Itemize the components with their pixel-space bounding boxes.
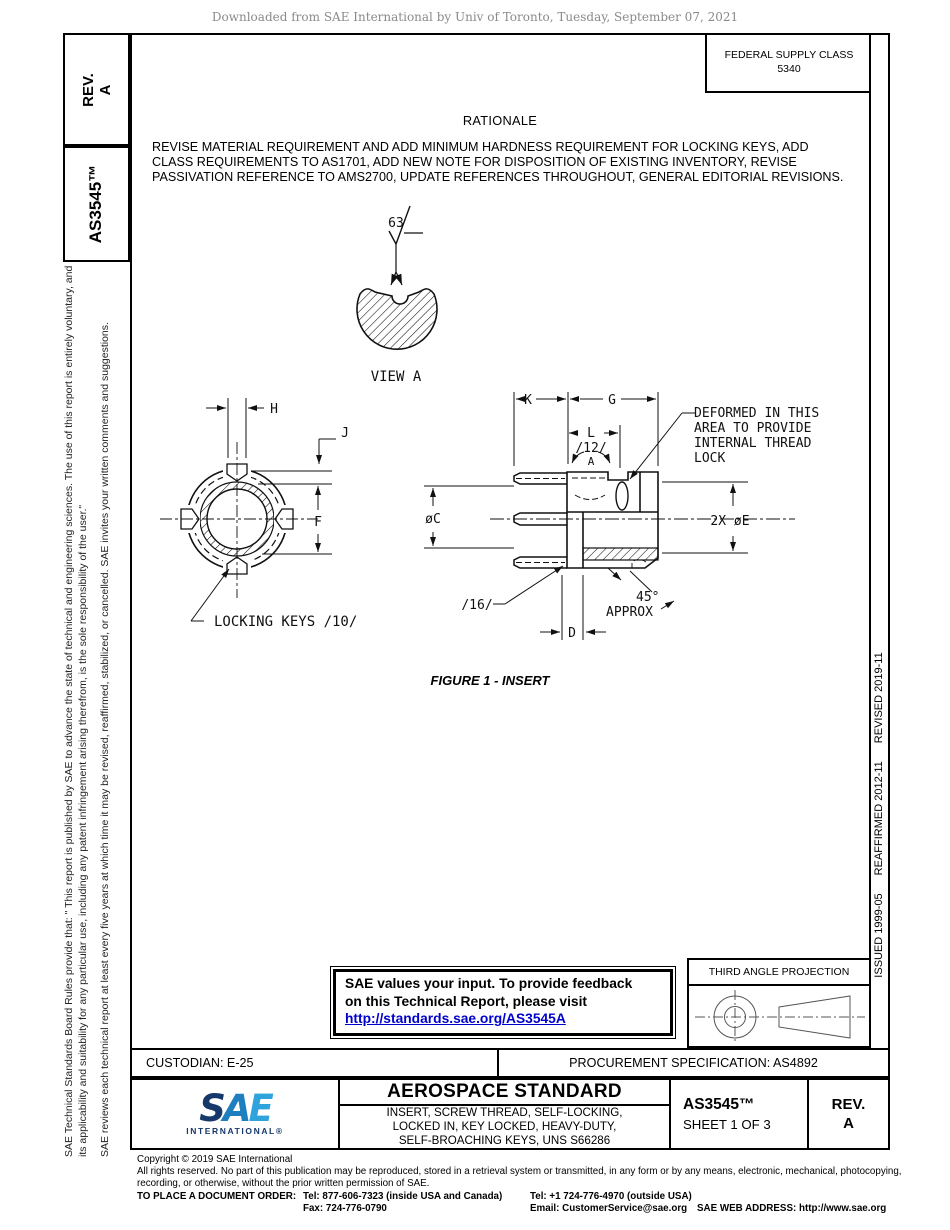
projection-title: THIRD ANGLE PROJECTION xyxy=(689,960,869,986)
revision-status: ISSUED 1999-05 REAFFIRMED 2012-11 REVISE… xyxy=(868,615,889,1015)
sae-logo: SAE INTERNATIONAL® xyxy=(132,1080,340,1148)
deformed-note-line: INTERNAL THREAD xyxy=(694,436,812,451)
sheet-number: SHEET 1 OF 3 xyxy=(683,1117,771,1132)
deformed-note-line: AREA TO PROVIDE xyxy=(694,421,811,436)
dim-label-l: L xyxy=(587,426,595,441)
logo-letter-s: S xyxy=(199,1087,226,1130)
rationale-line: PASSIVATION REFERENCE TO AMS2700, UPDATE… xyxy=(152,170,844,184)
doc-number-box: AS3545™ xyxy=(63,146,130,262)
feedback-line-1: SAE values your input. To provide feedba… xyxy=(345,976,633,991)
subtitle-line: INSERT, SCREW THREAD, SELF-LOCKING, xyxy=(386,1106,623,1120)
tel-inside: Tel: 877-606-7323 (inside USA and Canada… xyxy=(303,1191,503,1202)
fsc-value: 5340 xyxy=(777,63,801,75)
web-address: SAE WEB ADDRESS: http://www.sae.org xyxy=(697,1203,887,1214)
figure-caption: FIGURE 1 - INSERT xyxy=(430,673,550,688)
dim-dia-c: øC xyxy=(424,485,514,549)
projection-symbol xyxy=(695,990,865,1044)
logo-subtext: INTERNATIONAL® xyxy=(186,1126,284,1136)
flag-note-16: /16/ xyxy=(461,598,492,613)
issued-date: ISSUED 1999-05 xyxy=(872,893,885,978)
rationale-line: REVISE MATERIAL REQUIREMENT AND ADD MINI… xyxy=(152,140,809,154)
fsc-label: FEDERAL SUPPLY CLASS xyxy=(724,49,854,61)
rev-value: A xyxy=(96,84,114,95)
surface-finish-value: 63 xyxy=(388,216,404,231)
subtitle-line: LOCKED IN, KEY LOCKED, HEAVY-DUTY, xyxy=(392,1120,617,1134)
logo-letter-e: E xyxy=(248,1087,274,1130)
dim-label-k: K xyxy=(524,393,532,408)
deformed-note: DEFORMED IN THIS AREA TO PROVIDE INTERNA… xyxy=(629,406,819,480)
dim-d: D xyxy=(540,575,606,641)
standard-type: AEROSPACE STANDARD xyxy=(340,1080,669,1106)
rev-label: REV. xyxy=(79,72,97,107)
rev-cell-value: A xyxy=(843,1115,854,1132)
logo-letter-a: A xyxy=(222,1087,252,1130)
deformed-note-line: DEFORMED IN THIS xyxy=(694,406,819,421)
deformed-note-line: LOCK xyxy=(694,451,725,466)
feedback-line-2: on this Technical Report, please visit xyxy=(345,993,588,1009)
rationale-title: RATIONALE xyxy=(462,113,538,128)
rev-box: REV. A xyxy=(63,33,130,146)
sidebar-disclaimer: SAE Technical Standards Board Rules prov… xyxy=(63,265,129,1157)
download-note: Downloaded from SAE International by Uni… xyxy=(211,10,739,24)
tel-outside: Tel: +1 724-776-4970 (outside USA) xyxy=(530,1191,692,1202)
dim-label-h: H xyxy=(270,402,278,417)
dim-f: F xyxy=(252,470,332,555)
disclaimer-paragraph-2: SAE reviews each technical report at lea… xyxy=(99,322,111,1157)
standard-subtitle: INSERT, SCREW THREAD, SELF-LOCKING, LOCK… xyxy=(340,1106,669,1148)
dim-label-f: F xyxy=(314,515,322,530)
rationale-body: REVISE MATERIAL REQUIREMENT AND ADD MINI… xyxy=(152,140,872,185)
rev-cell-label: REV. xyxy=(831,1096,866,1113)
title-block: SAE INTERNATIONAL® AEROSPACE STANDARD IN… xyxy=(130,1078,890,1150)
doc-number: AS3545™ xyxy=(683,1096,755,1113)
info-row: CUSTODIAN: E-25 PROCUREMENT SPECIFICATIO… xyxy=(130,1048,890,1078)
dim-k-g: K G xyxy=(513,392,659,466)
locking-keys-label: LOCKING KEYS /10/ xyxy=(214,614,357,630)
view-a-label: VIEW A xyxy=(371,369,422,385)
rationale-line: CLASS REQUIREMENTS TO AS1701, ADD NEW NO… xyxy=(152,155,797,169)
reaffirmed-date: REAFFIRMED 2012-11 xyxy=(872,761,885,876)
locking-keys xyxy=(180,463,294,575)
feedback-link[interactable]: http://standards.sae.org/AS3545A xyxy=(345,1011,566,1026)
third-angle-projection-box: THIRD ANGLE PROJECTION xyxy=(687,958,871,1048)
dim-label-d: D xyxy=(568,626,576,641)
view-direction-a: A xyxy=(571,451,611,468)
federal-supply-class-box: FEDERAL SUPPLY CLASS 5340 xyxy=(705,33,871,93)
dim-label-dia-e: 2X øE xyxy=(710,514,749,529)
chamfer-approx: APPROX xyxy=(606,605,653,620)
standard-title-cell: AEROSPACE STANDARD INSERT, SCREW THREAD,… xyxy=(340,1080,671,1148)
flag-16-callout: /16/ xyxy=(461,565,564,613)
rights-line-1: All rights reserved. No part of this pub… xyxy=(137,1166,902,1177)
fax-number: Fax: 724-776-0790 xyxy=(303,1203,387,1214)
dim-h: H xyxy=(206,398,278,458)
side-view: øC K G L /12/ xyxy=(424,392,819,641)
dim-j: J xyxy=(316,426,349,464)
chamfer-note: 45° APPROX xyxy=(606,567,675,620)
chamfer-angle: 45° xyxy=(636,590,659,605)
subtitle-line: SELF-BROACHING KEYS, UNS S66286 xyxy=(398,1133,611,1147)
disclaimer-paragraph-1: SAE Technical Standards Board Rules prov… xyxy=(63,265,89,1157)
email-address: Email: CustomerService@sae.org xyxy=(530,1203,688,1214)
locking-keys-callout: LOCKING KEYS /10/ xyxy=(190,568,357,630)
dim-label-g: G xyxy=(608,393,616,408)
copyright-line: Copyright © 2019 SAE International xyxy=(137,1154,293,1165)
revised-date: REVISED 2019-11 xyxy=(872,652,885,744)
order-label: TO PLACE A DOCUMENT ORDER: xyxy=(137,1191,297,1202)
custodian-cell: CUSTODIAN: E-25 xyxy=(132,1050,499,1076)
figure-1-drawing: 63 VIEW A xyxy=(160,205,819,641)
dim-dia-e: 2X øE xyxy=(662,481,750,554)
view-direction-label: A xyxy=(588,455,595,468)
doc-number-vertical: AS3545™ xyxy=(86,164,106,244)
view-a-detail: 63 VIEW A xyxy=(356,205,438,385)
procurement-cell: PROCUREMENT SPECIFICATION: AS4892 xyxy=(569,1056,818,1070)
view-a-section xyxy=(356,288,438,350)
dim-l: L /12/ xyxy=(569,425,621,468)
rev-cell: REV. A xyxy=(809,1080,888,1148)
right-strip-divider xyxy=(869,33,871,1048)
dim-label-j: J xyxy=(341,426,349,441)
doc-number-cell: AS3545™ SHEET 1 OF 3 xyxy=(671,1080,809,1148)
front-view: H J F LOCKING KEYS /10/ xyxy=(160,398,357,630)
rights-line-2: recording, or otherwise, without the pri… xyxy=(137,1178,430,1189)
dim-label-dia-c: øC xyxy=(425,512,441,527)
feedback-box: SAE values your input. To provide feedba… xyxy=(330,966,676,1039)
